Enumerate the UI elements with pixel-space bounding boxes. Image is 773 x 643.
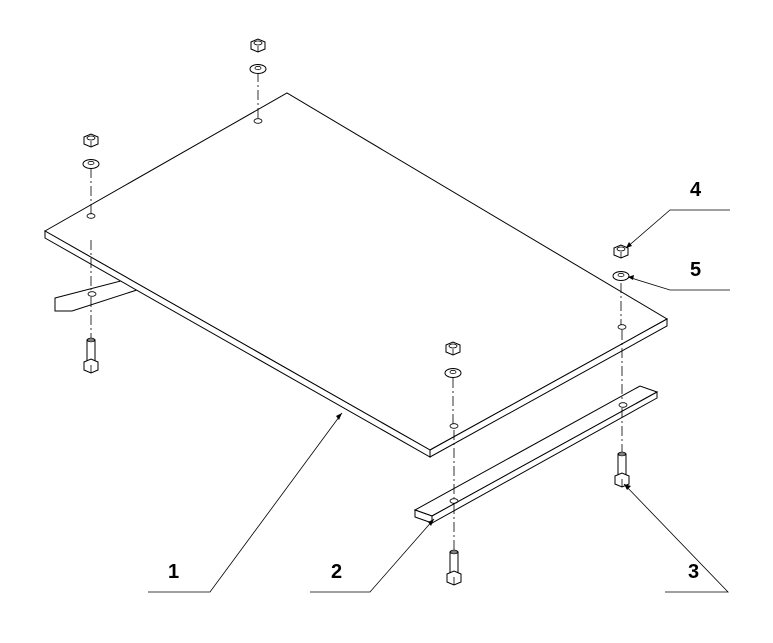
plate-hole (617, 324, 627, 330)
axis-lines (90, 72, 623, 550)
leader-lines (148, 209, 730, 593)
leader-3 (623, 483, 729, 593)
callout-1: 1 (168, 561, 179, 583)
washer (612, 271, 630, 281)
nut (613, 244, 629, 259)
plate-hole (449, 423, 459, 429)
bolt (614, 451, 630, 488)
leader-5 (627, 276, 730, 291)
washer (82, 159, 100, 169)
strip-hole (87, 291, 97, 297)
nut (83, 133, 99, 148)
strip-hole (449, 498, 459, 504)
nut (445, 341, 461, 356)
leader-1 (148, 412, 343, 593)
strip-hole (618, 402, 628, 408)
plate-hole (253, 118, 263, 124)
callout-4: 4 (690, 179, 702, 201)
washer (444, 368, 462, 378)
leader-4 (625, 209, 730, 249)
callout-3: 3 (688, 561, 699, 583)
leader-2 (310, 518, 435, 593)
bolt (446, 549, 462, 586)
plate (43, 92, 669, 504)
bolt (83, 337, 99, 374)
nut (250, 38, 266, 53)
washer (249, 64, 267, 74)
callout-2: 2 (331, 561, 342, 583)
callout-5: 5 (690, 259, 701, 281)
